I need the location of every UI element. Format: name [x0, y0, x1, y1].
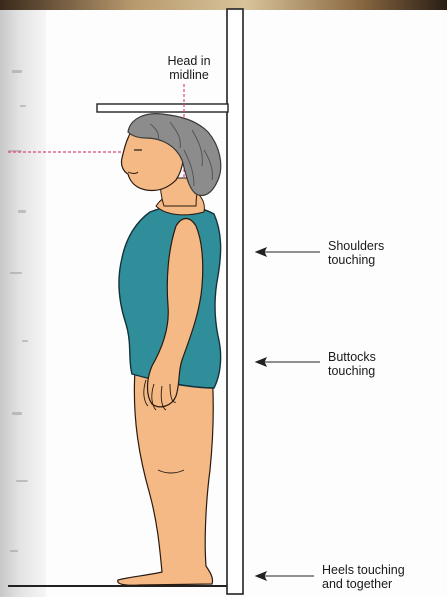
arrow-buttocks [256, 358, 320, 366]
head-board [97, 104, 228, 112]
label-head-in-midline: Head in midline [151, 54, 227, 82]
measuring-wall [227, 9, 243, 594]
label-heels-touching: Heels touching and together [322, 563, 405, 591]
arrow-shoulders [256, 248, 320, 256]
label-shoulders-touching: Shoulders touching [328, 239, 384, 267]
arrow-heels [256, 572, 314, 580]
label-buttocks-touching: Buttocks touching [328, 350, 376, 378]
